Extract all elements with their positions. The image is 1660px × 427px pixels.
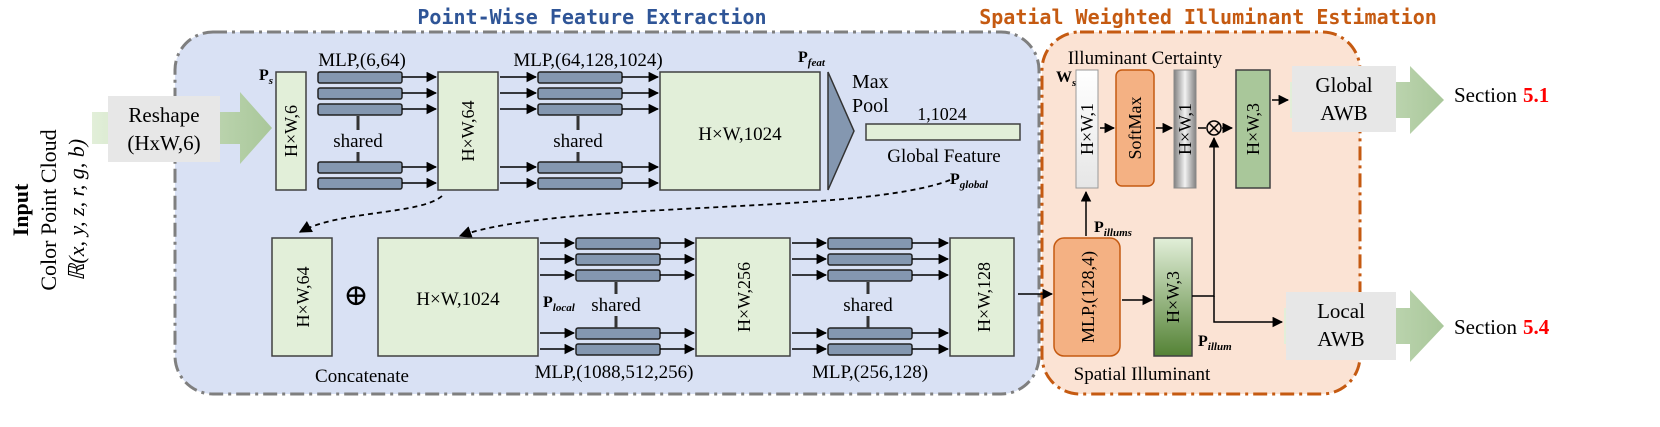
mlp-bar: [537, 71, 623, 84]
mlp-bar: [827, 269, 913, 282]
mlp-bar: [827, 237, 913, 250]
final-hw3-block: [1235, 69, 1271, 189]
hw256-label: H×W,256: [734, 262, 754, 332]
max-label: Max: [852, 71, 889, 93]
mlp3-bars: [575, 237, 661, 356]
illum-hw3-label: H×W,3: [1163, 271, 1183, 323]
pillum-symbol: Pillum: [1198, 333, 1232, 353]
input-formula: ℝ(x, y, z, r, g, b): [64, 139, 89, 281]
ws-block-label: H×W,1: [1077, 103, 1097, 155]
reshape-line1: Reshape: [128, 103, 199, 127]
pfeat-symbol: Pfeat: [798, 49, 826, 69]
spatial-title: Spatial Weighted Illuminant Estimation: [979, 5, 1437, 29]
mlp-bar: [537, 177, 623, 190]
ps-block: [275, 71, 307, 191]
plocal-symbol: Plocal: [543, 294, 576, 314]
hw64-bottom-block: [271, 237, 333, 357]
feat-block: [659, 71, 821, 191]
local-awb-line1: Local: [1317, 299, 1365, 323]
mlp-bar: [537, 103, 623, 116]
hw1024-bottom-block: [377, 237, 539, 357]
ps-block-label: H×W,6: [281, 105, 301, 157]
illuminant-certainty-label: Illuminant Certainty: [1068, 48, 1223, 69]
mlp-bar: [827, 343, 913, 356]
mlp-bar: [827, 327, 913, 340]
hw256-block: [695, 237, 791, 357]
mlp-bar: [575, 327, 661, 340]
final-hw3-label: H×W,3: [1243, 103, 1263, 155]
local-awb-box: [1286, 292, 1396, 360]
mlp3-shared: shared: [591, 295, 641, 316]
certainty-block: [1173, 69, 1197, 189]
mlp-bar: [317, 103, 403, 116]
mlp-bar: [317, 177, 403, 190]
pointwise-title: Point-Wise Feature Extraction: [417, 5, 766, 29]
illum-mlp-label: MLP,(128,4): [1078, 251, 1099, 343]
hw1024-bottom-label: H×W,1024: [416, 289, 500, 310]
illum-mlp-block: [1053, 237, 1121, 357]
illum-to-local-line: [1213, 296, 1284, 328]
mlp3-label: MLP,(1088,512,256): [535, 362, 694, 383]
ps-symbol: Ps: [259, 67, 273, 87]
ws-block: [1075, 69, 1099, 189]
ws-symbol: Ws: [1056, 69, 1076, 89]
hw64-bottom-label: H×W,64: [293, 267, 313, 328]
hw128-block: [949, 237, 1015, 357]
softmax-block: [1115, 69, 1155, 187]
reshape-line2: (HxW,6): [127, 131, 200, 155]
hw64-top-block: [437, 71, 499, 191]
pool-label: Pool: [852, 95, 889, 117]
certainty-block-label: H×W,1: [1175, 103, 1195, 155]
mlp-bar: [317, 161, 403, 174]
mlp-bar: [575, 269, 661, 282]
mlp-bar: [575, 343, 661, 356]
reshape-box: [108, 96, 220, 162]
input-title: Input: [8, 183, 33, 236]
input-label-group: Input: [8, 183, 33, 236]
maxpool-triangle: [827, 71, 855, 191]
softmax-label: SoftMax: [1125, 97, 1145, 160]
dashed-connector-local: [298, 195, 443, 233]
mlp-bar: [537, 161, 623, 174]
global-awb-box: [1292, 66, 1396, 132]
global-awb-line2: AWB: [1320, 101, 1367, 125]
global-feature-vector: [865, 123, 1021, 141]
concat-symbol: ⊕: [343, 279, 368, 312]
feat-block-label: H×W,1024: [698, 124, 782, 145]
mlp-bar: [537, 87, 623, 100]
global-awb-line1: Global: [1315, 73, 1372, 97]
mlp-bar: [317, 71, 403, 84]
hw128-label: H×W,128: [974, 262, 994, 332]
concatenate-label: Concatenate: [315, 366, 409, 387]
pglobal-symbol: Pglobal: [950, 171, 989, 191]
illum-hw3-block: [1153, 237, 1193, 357]
global-feature-label: Global Feature: [887, 146, 1000, 167]
mlp-bar: [827, 253, 913, 266]
mlp2-label: MLP,(64,128,1024): [513, 50, 662, 71]
mlp1-shared: shared: [333, 131, 383, 152]
hw64-top-label: H×W,64: [458, 101, 478, 162]
mlp-bar: [317, 87, 403, 100]
dashed-connector-global: [458, 179, 951, 239]
mlp4-label: MLP,(256,128): [812, 362, 928, 383]
pillums-symbol: Pillums: [1094, 219, 1132, 239]
mlp2-shared: shared: [553, 131, 603, 152]
local-awb-line2: AWB: [1317, 327, 1364, 351]
mlp1-label: MLP,(6,64): [318, 50, 406, 71]
input-subtitle: Color Point Cloud: [36, 129, 61, 290]
mlp-bar: [575, 253, 661, 266]
mlp4-shared: shared: [843, 295, 893, 316]
global-vec-dim: 1,1024: [917, 104, 967, 124]
spatial-illuminant-label: Spatial Illuminant: [1074, 364, 1211, 385]
mlp-bar: [575, 237, 661, 250]
